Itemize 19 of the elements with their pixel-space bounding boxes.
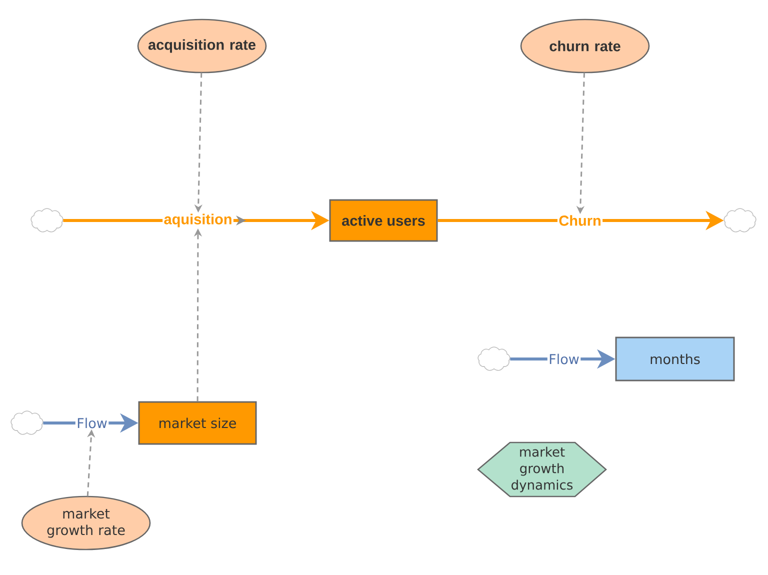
stock-box: active users	[329, 199, 438, 242]
cloud-icon	[724, 208, 756, 232]
flow-line	[510, 358, 548, 360]
stock-box: months	[615, 336, 735, 382]
ellipse-node: market growth rate	[21, 496, 151, 550]
flow-label: Churn	[559, 215, 600, 226]
cloud-icon	[10, 410, 44, 435]
flow-line	[43, 422, 76, 424]
cloud-icon	[478, 346, 510, 371]
ellipse-node: acquisition rate	[137, 18, 267, 74]
cloud-icon	[30, 208, 64, 232]
flow-label: aquisition	[164, 214, 232, 228]
hexagon-node: market growth dynamics	[477, 442, 607, 498]
flow-line	[63, 219, 163, 222]
ellipse-node: churn rate	[520, 18, 650, 74]
flow-label: Flow	[550, 354, 579, 364]
stock-box: market size	[138, 401, 257, 445]
flow-label: Flow	[78, 418, 107, 428]
flow-line	[438, 219, 558, 222]
